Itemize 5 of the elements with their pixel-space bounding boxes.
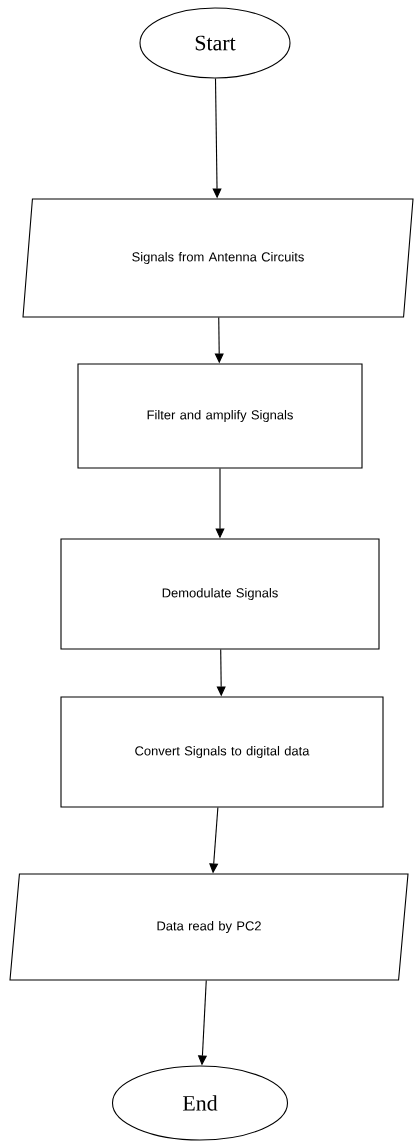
input-output-parallelogram: Signals from Antenna Circuits <box>22 198 414 318</box>
process-box: Demodulate Signals <box>60 538 380 650</box>
input-output-parallelogram: Data read by PC2 <box>9 873 409 981</box>
process-box: Filter and amplify Signals <box>77 363 363 469</box>
process-box: Convert Signals to digital data <box>60 696 384 808</box>
